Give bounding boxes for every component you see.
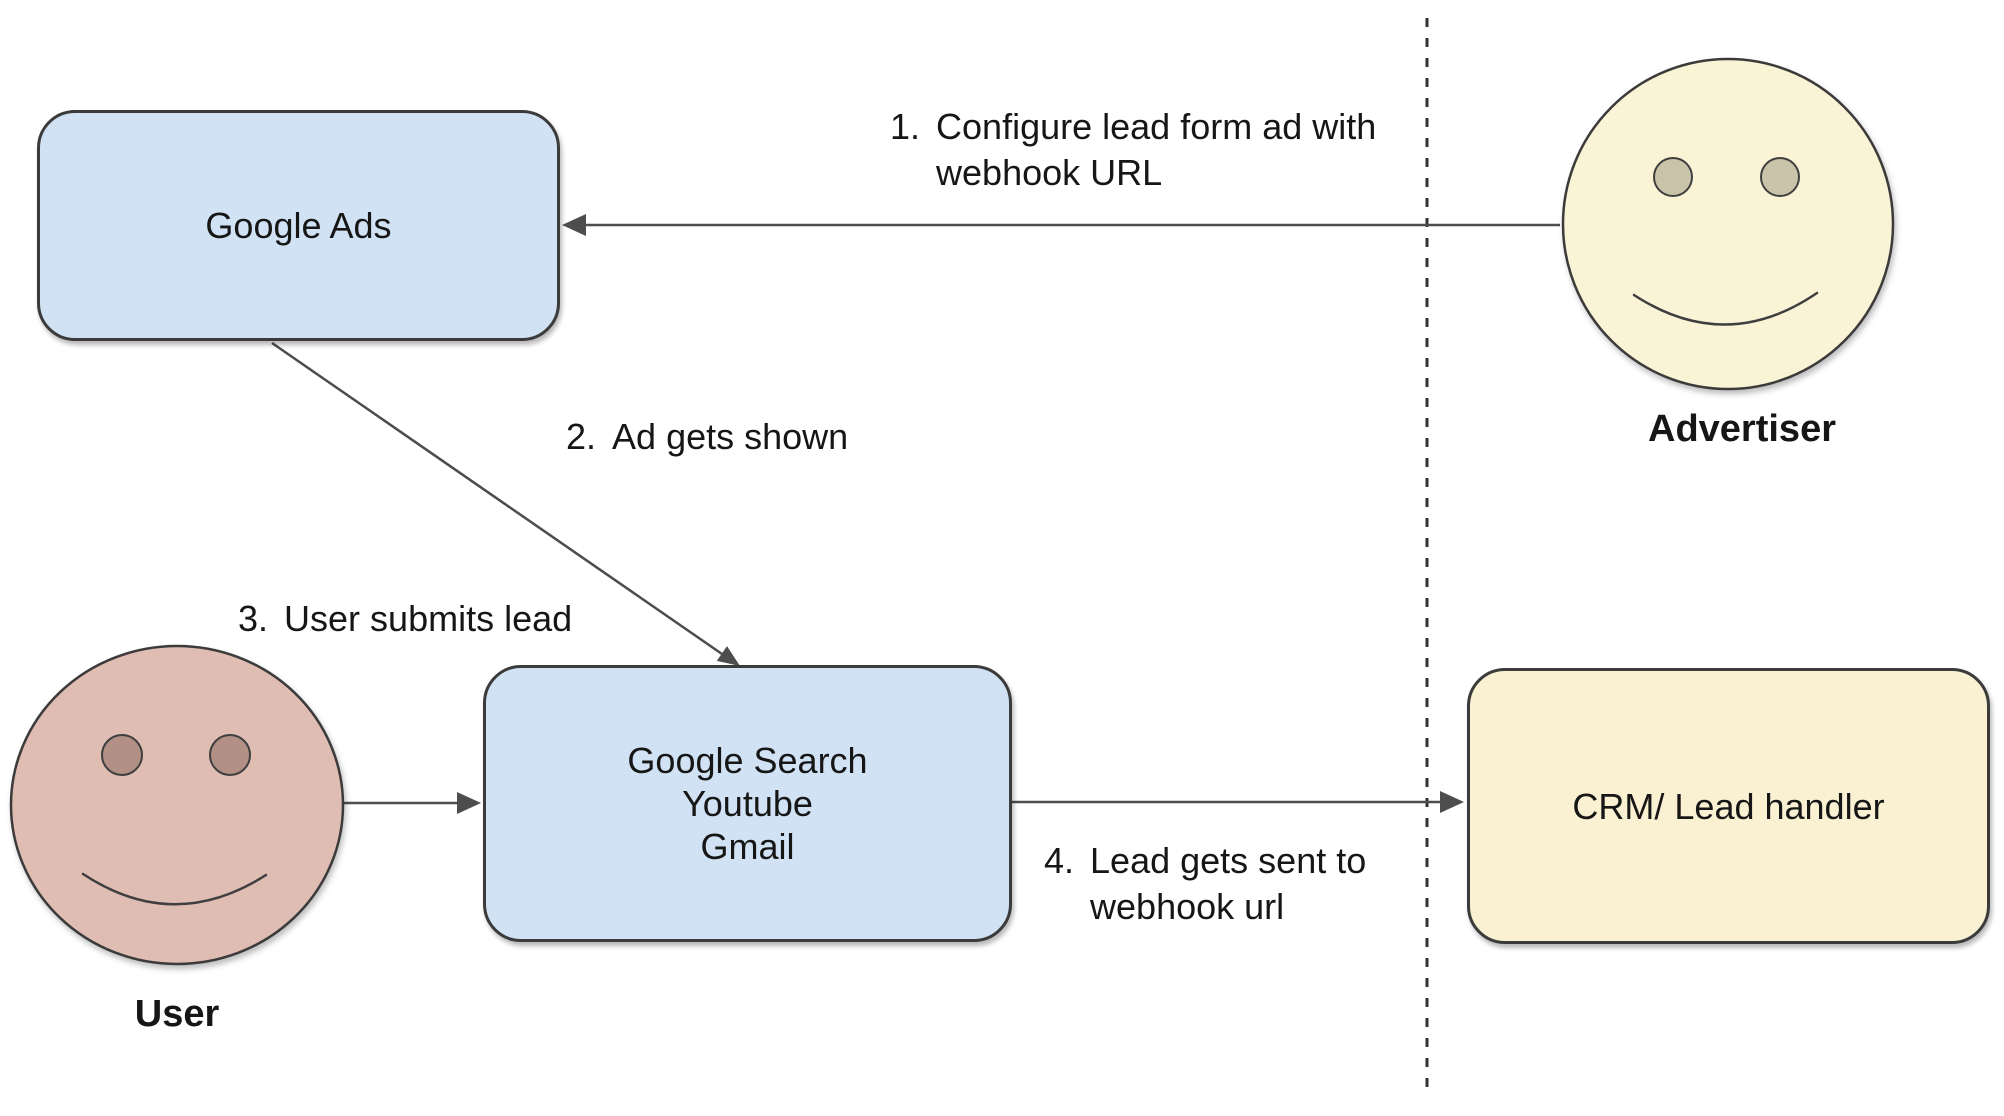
advertiser-right-eye: [1760, 157, 1800, 197]
step-4-text-line-1: Lead gets sent to: [1090, 840, 1367, 881]
step-1-number: 1.: [890, 106, 921, 147]
node-crm-label: CRM/ Lead handler: [1572, 785, 1885, 827]
advertiser-smiley-face-icon: [1561, 57, 1895, 391]
step-2-number: 2.: [566, 416, 597, 457]
user-smiley-face-icon: [9, 644, 345, 966]
step-4-text-line-2: webhook url: [1090, 886, 1285, 927]
step-4-label: 4. Lead gets sent to webhook url: [1044, 838, 1366, 930]
step-2-text-line-1: Ad gets shown: [612, 416, 849, 457]
node-channels-line-1: Google Search: [627, 740, 868, 781]
user-smile: [81, 872, 268, 906]
step-1-label: 1. Configure lead form ad with webhook U…: [890, 104, 1376, 196]
user-left-eye: [101, 734, 143, 776]
step-1-text-line-1: Configure lead form ad with: [936, 106, 1377, 147]
advertiser-left-eye: [1653, 157, 1693, 197]
step-4-number: 4.: [1044, 840, 1075, 881]
advertiser-head: [1561, 57, 1895, 391]
step-3-text-line-1: User submits lead: [284, 598, 573, 639]
node-channels-line-2: Youtube: [682, 783, 813, 824]
node-google-ads-label: Google Ads: [205, 205, 392, 246]
node-channels: Google Search Youtube Gmail: [483, 665, 1012, 942]
step-3-number: 3.: [238, 598, 269, 639]
arrow-step-4: [1012, 791, 1464, 813]
user-label: User: [134, 993, 220, 1035]
step-2-label: 2. Ad gets shown: [566, 414, 848, 460]
step-1-text-line-2: webhook URL: [936, 152, 1163, 193]
node-google-ads: Google Ads: [37, 110, 560, 341]
user-right-eye: [209, 734, 251, 776]
step-3-label: 3. User submits lead: [238, 596, 572, 642]
arrow-step-2: [271, 341, 740, 666]
advertiser-label: Advertiser: [1648, 408, 1836, 450]
arrow-step-1: [562, 214, 1560, 236]
advertiser-smile: [1632, 291, 1819, 326]
node-channels-line-3: Gmail: [700, 826, 795, 867]
arrow-step-3: [344, 792, 481, 814]
user-head: [9, 644, 345, 966]
node-crm-lead-handler: CRM/ Lead handler: [1467, 668, 1990, 944]
